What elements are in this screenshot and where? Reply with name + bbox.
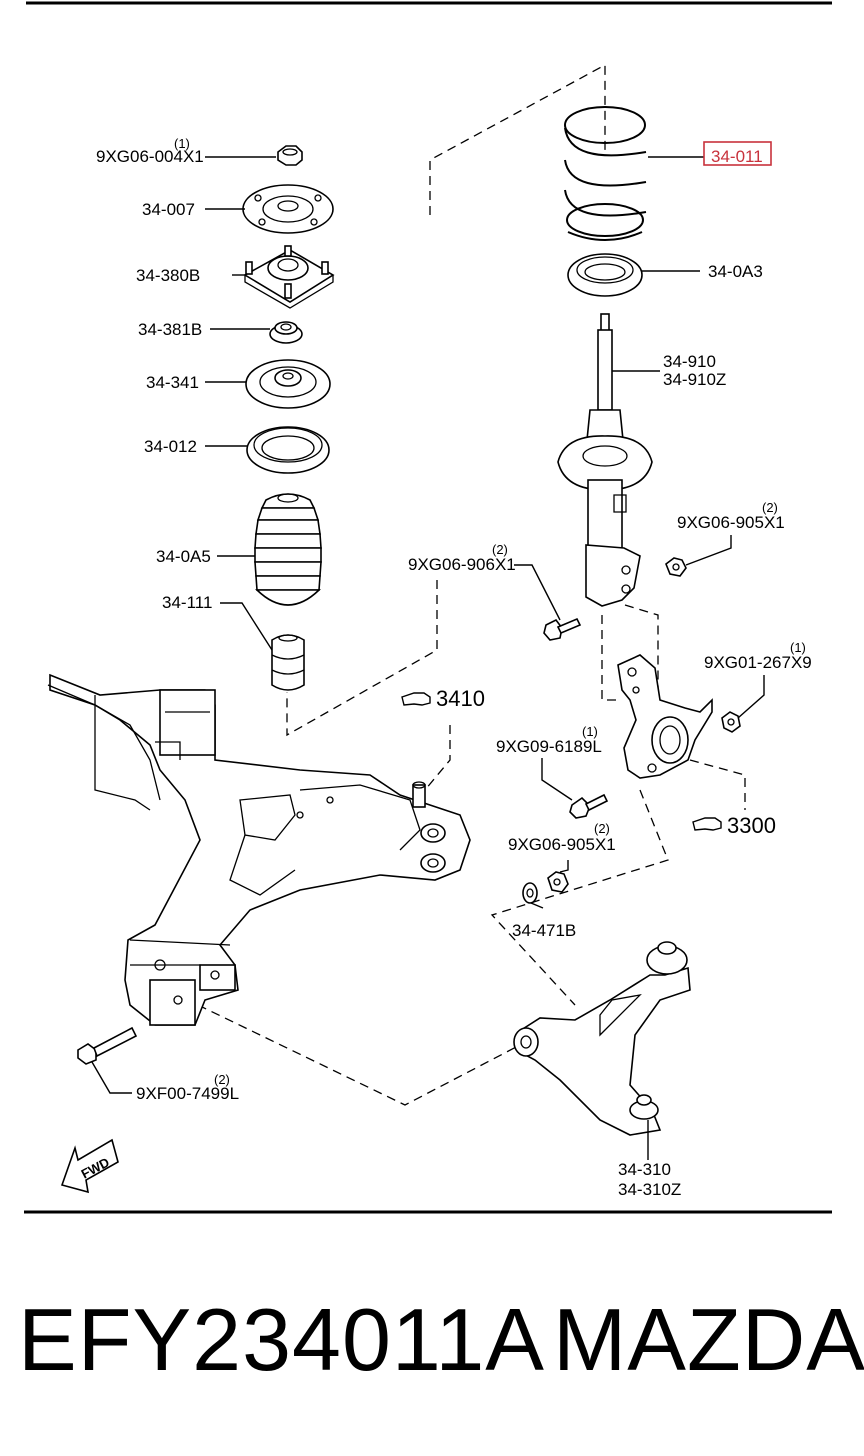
washer-arm <box>522 882 538 904</box>
leader-lines <box>91 156 765 1160</box>
steering-knuckle <box>617 654 713 779</box>
label-34-310[interactable]: 34-310 <box>618 1160 671 1179</box>
shock-absorber <box>557 313 653 607</box>
label-9xg06-905x1-b[interactable]: 9XG06-905X1 <box>508 835 616 854</box>
footer: EFY234011A MAZDA <box>18 1290 864 1400</box>
qty-9xg06-905x1-b: (2) <box>594 821 610 836</box>
footer-brand: MAZDA <box>553 1290 864 1389</box>
footer-part-number: EFY234011A <box>18 1290 545 1389</box>
label-9xg06-004x1[interactable]: 9XG06-004X1 <box>96 147 204 166</box>
label-34-471b[interactable]: 34-471B <box>512 921 576 940</box>
qty-9xg01-267x9: (1) <box>790 640 806 655</box>
strut-bearing <box>245 359 331 409</box>
coil-spring <box>564 106 647 241</box>
label-9xg06-905x1-a[interactable]: 9XG06-905X1 <box>677 513 785 532</box>
crossmember-bolt <box>77 1026 138 1065</box>
mount-plate <box>242 184 334 234</box>
ref-3300[interactable]: 3300 <box>692 813 776 838</box>
assembly-dashed-lines <box>197 63 746 1106</box>
label-34-910z[interactable]: 34-910Z <box>663 370 726 389</box>
nut-arm <box>547 871 569 893</box>
label-9xg01-267x9[interactable]: 9XG01-267X9 <box>704 653 812 672</box>
bushing-small <box>269 321 303 344</box>
fwd-arrow-icon: FWD <box>60 1138 119 1194</box>
nut-top <box>277 145 303 166</box>
label-34-381b[interactable]: 34-381B <box>138 320 202 339</box>
qty-9xg06-004x1: (1) <box>174 136 190 151</box>
ref-3300-label: 3300 <box>727 813 776 838</box>
label-34-310z[interactable]: 34-310Z <box>618 1180 681 1199</box>
spring-seat <box>567 253 643 297</box>
label-34-0a5[interactable]: 34-0A5 <box>156 547 211 566</box>
dust-boot <box>254 493 322 606</box>
label-34-011[interactable]: 34-011 <box>711 147 763 166</box>
label-34-341[interactable]: 34-341 <box>146 373 199 392</box>
strut-mount <box>243 245 335 309</box>
label-34-012[interactable]: 34-012 <box>144 437 197 456</box>
hand-pointer-icon <box>401 692 431 706</box>
label-34-111[interactable]: 34-111 <box>162 593 212 612</box>
spring-seat-upper <box>246 426 330 474</box>
label-34-910[interactable]: 34-910 <box>663 352 716 371</box>
label-34-007[interactable]: 34-007 <box>142 200 195 219</box>
qty-9xg06-905x1-a: (2) <box>762 500 778 515</box>
label-34-380b[interactable]: 34-380B <box>136 266 200 285</box>
hand-pointer-icon <box>692 817 722 831</box>
label-9xg06-906x1[interactable]: 9XG06-906X1 <box>408 555 516 574</box>
highlight-box <box>703 141 772 166</box>
qty-9xf00-7499l: (2) <box>214 1072 230 1087</box>
front-crossmember <box>47 673 471 1026</box>
label-34-0a3[interactable]: 34-0A3 <box>708 262 763 281</box>
bolt-strut <box>543 617 582 641</box>
label-9xg09-6189l[interactable]: 9XG09-6189L <box>496 737 602 756</box>
nut-knuckle <box>721 711 741 733</box>
bump-stopper <box>271 634 305 691</box>
ref-3410[interactable]: 3410 <box>401 686 485 711</box>
label-9xf00-7499l[interactable]: 9XF00-7499L <box>136 1084 239 1103</box>
lower-control-arm <box>513 941 691 1136</box>
qty-9xg06-906x1: (2) <box>492 542 508 557</box>
qty-9xg09-6189l: (1) <box>582 724 598 739</box>
bolt-knuckle <box>569 793 609 819</box>
nut-strut <box>665 557 687 577</box>
ref-3410-label: 3410 <box>436 686 485 711</box>
